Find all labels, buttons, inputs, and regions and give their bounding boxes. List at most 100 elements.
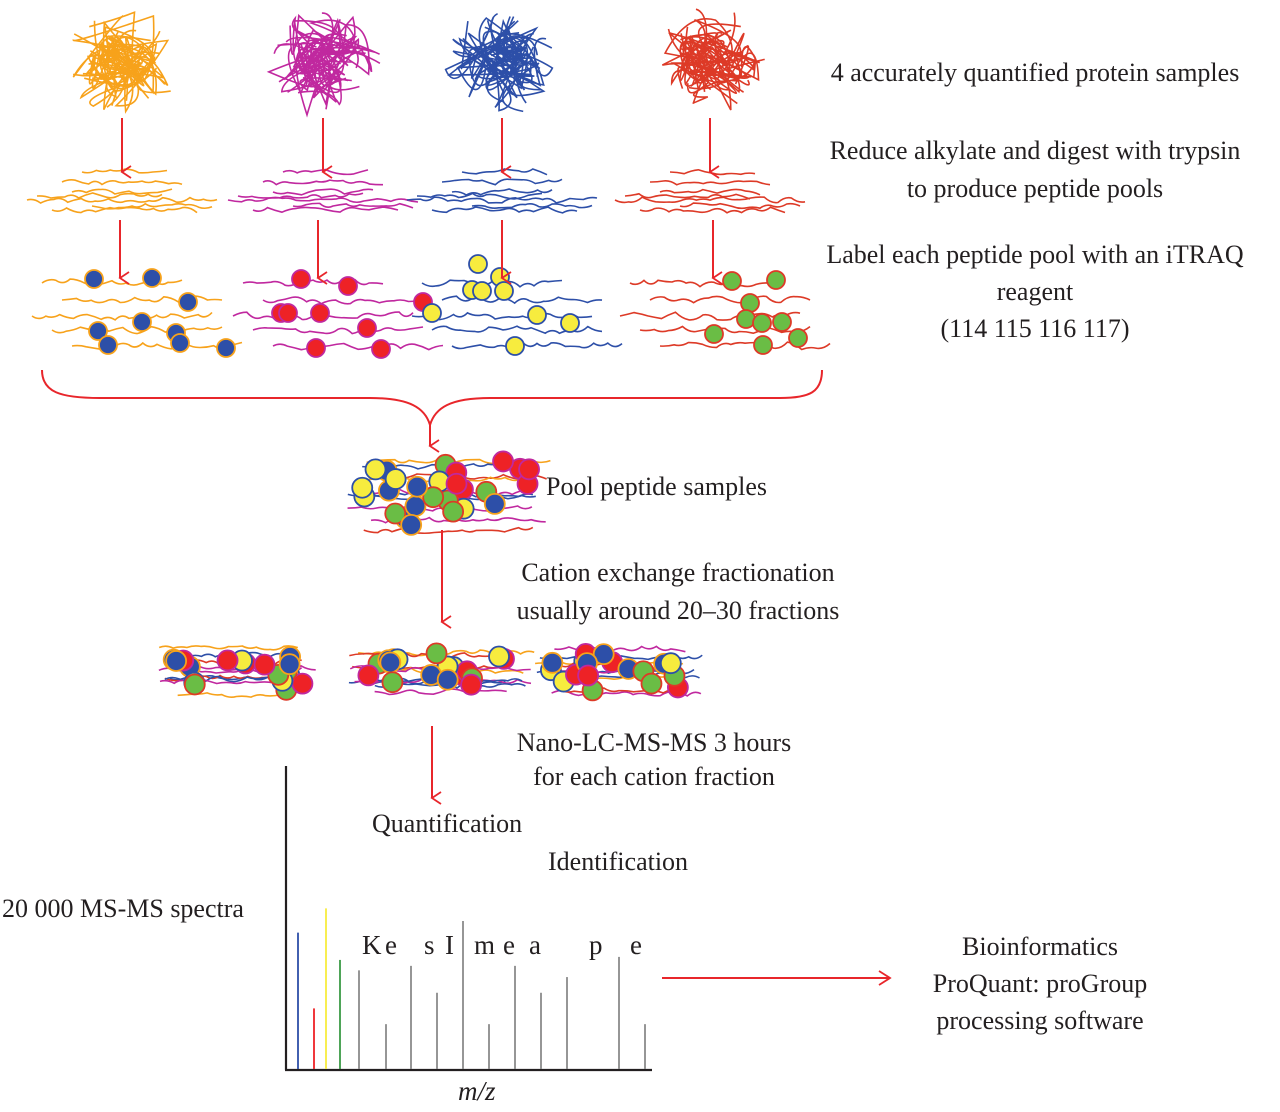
itraq-tag [422,486,445,509]
itraq-tag [788,328,808,348]
step-digest-label: Reduce alkylate and digest with trypsin … [790,132,1280,208]
x-axis-label: m/z [458,1076,496,1106]
protein-sample-2 [266,12,381,118]
itraq-tag [592,643,615,666]
itraq-tag [216,338,236,358]
itraq-tag [560,313,580,333]
itraq-tag [278,653,301,676]
identification-label: Identification [548,847,689,876]
step-arrows [118,118,723,285]
itraq-tag [753,335,773,355]
peptide-pools [26,168,806,214]
itraq-tag [425,642,448,665]
itraq-tag [384,468,407,490]
itraq-tag [445,472,468,495]
quantification-label: Quantification [372,809,523,838]
itraq-tag [460,673,483,696]
itraq-tag [178,292,198,312]
itraq-tag [704,324,724,344]
labeled-pool-2 [232,269,444,359]
itraq-tag [436,668,459,691]
peptide-pool-3 [406,168,598,214]
itraq-tag [379,651,402,674]
step-label-line1: Label each peptide pool with an iTRAQ [826,240,1244,269]
itraq-tag [422,303,442,323]
itraq-tag [364,458,387,481]
sequence-letter: a [529,930,541,960]
sequence-letter: K [362,930,382,960]
itraq-tag [722,271,742,291]
step-digest-line1: Reduce alkylate and digest with trypsin [829,136,1241,165]
itraq-tag [351,476,374,499]
itraq-tag [488,645,510,668]
bioinformatics-line1: Bioinformatics [962,932,1118,961]
itraq-tag [442,500,465,523]
itraq-tag [494,281,514,301]
protein-samples [72,8,765,118]
itraq-tag [132,312,152,332]
sequence-letter: p [589,930,603,960]
itraq-tag [640,672,663,695]
itraq-tag [278,303,298,323]
peptide-pool-4 [614,168,806,214]
itraq-tag [98,335,118,355]
sequence-letter: m [474,930,496,960]
itraq-tag [400,514,423,536]
itraq-tag [492,450,514,473]
itraq-tag [253,653,276,676]
itraq-tag [384,502,407,525]
itraq-tag [165,650,188,672]
itraq-tag [766,270,786,290]
protein-sample-1 [72,11,171,114]
labeled-pool-4 [619,270,831,355]
itraq-tag [170,333,190,353]
step-label-label: Label each peptide pool with an iTRAQ re… [790,236,1280,347]
itraq-tag [518,458,540,481]
itraq-tag [468,254,488,274]
itraq-tag [541,651,564,674]
step-cation-label: Cation exchange fractionation usually ar… [480,554,876,630]
labeled-pool-3 [411,254,623,356]
itraq-tag [772,312,792,332]
itraq-tag [371,339,391,359]
itraq-tag [659,652,682,675]
step-digest-line2: to produce peptide pools [906,174,1164,203]
itraq-tag [740,293,760,313]
sequence-letter: e [503,930,515,960]
itraq-tag [88,321,108,341]
peptide-pool-2 [227,168,419,214]
itraq-tag [84,269,104,289]
step-lc-line2: for each cation fraction [533,762,775,791]
peptide-pool-1 [26,168,218,214]
bioinformatics-line2: ProQuant: proGroup [932,969,1148,998]
fraction-1 [158,645,316,701]
step-lc-label: Nano-LC-MS-MS 3 hours for each cation fr… [470,726,838,794]
ms-ms-spectrum [284,766,652,1072]
protein-sample-4 [661,8,765,111]
step-pool-label: Pool peptide samples [546,472,767,501]
step-label-line2: reagent [996,277,1074,306]
itraq-tag [142,268,162,288]
step-lc-line1: Nano-LC-MS-MS 3 hours [516,728,792,757]
labeled-peptide-pools [31,254,831,359]
itraq-tag [505,336,525,356]
step-cation-line1: Cation exchange fractionation [521,558,835,587]
itraq-tag [183,673,206,696]
step-cation-line2: usually around 20–30 fractions [516,596,840,625]
itraq-tag [752,313,772,333]
labeled-pool-1 [31,268,243,358]
itraq-reagents: (114 115 116 117) [940,314,1130,343]
sequence-letter: e [630,930,642,960]
itraq-tag [216,649,239,672]
bioinformatics-label: Bioinformatics ProQuant: proGroup proces… [890,928,1190,1039]
itraq-tag [406,475,429,498]
itraq-tag [357,664,380,687]
itraq-tag [357,318,377,338]
fraction-3 [534,642,703,702]
fraction-2 [348,642,535,696]
sequence-letter: e [385,930,397,960]
spectra-count-label: 20 000 MS-MS spectra [2,894,244,923]
bioinformatics-line3: processing software [936,1006,1144,1035]
step-samples-label: 4 accurately quantified protein samples [830,58,1240,87]
